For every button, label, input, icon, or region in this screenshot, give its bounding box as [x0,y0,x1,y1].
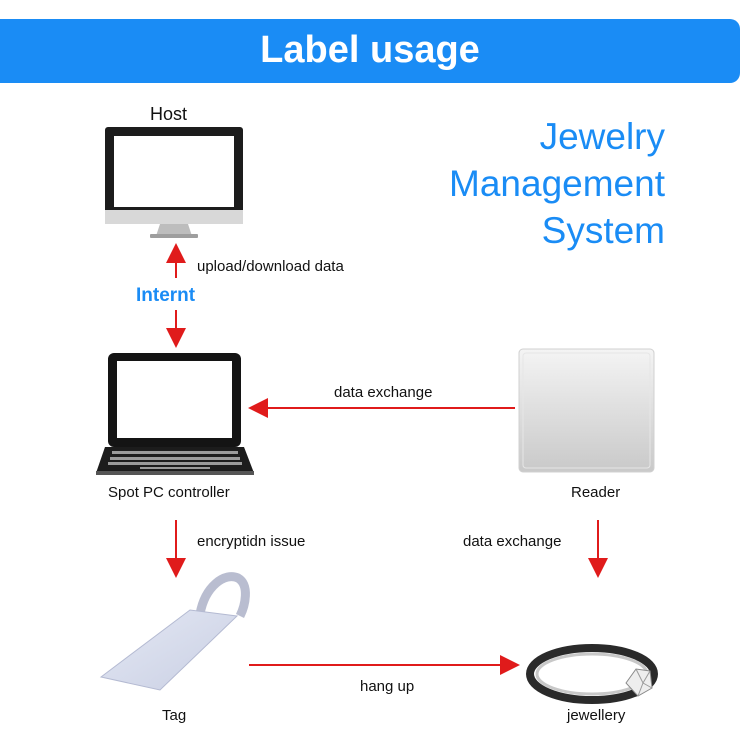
upload-download-label: upload/download data [197,258,344,275]
reader-device-icon [518,348,655,473]
spot-pc-label: Spot PC controller [108,484,230,501]
laptop-icon [96,353,254,475]
tag-label: Tag [162,707,187,724]
reader-label: Reader [571,484,621,501]
banner-title: Label usage [260,29,480,71]
host-label: Host [150,104,188,124]
ring-icon [526,644,658,704]
title-banner: Label usage [0,19,740,83]
system-title: Jewelry Management System [449,113,665,254]
system-title-line3: System [541,210,665,251]
rfid-tag-icon [99,572,250,691]
data-exchange-reader-jewellery-label: data exchange [463,533,562,550]
jewellery-label: jewellery [567,707,626,724]
hang-up-label: hang up [360,678,415,695]
data-exchange-reader-pc-label: data exchange [334,384,433,401]
host-monitor-icon [105,127,243,238]
internet-label: Internt [136,285,196,306]
system-title-line2: Management [449,163,665,204]
encryption-issue-label: encryptidn issue [197,533,306,550]
system-title-line1: Jewelry [539,116,665,157]
